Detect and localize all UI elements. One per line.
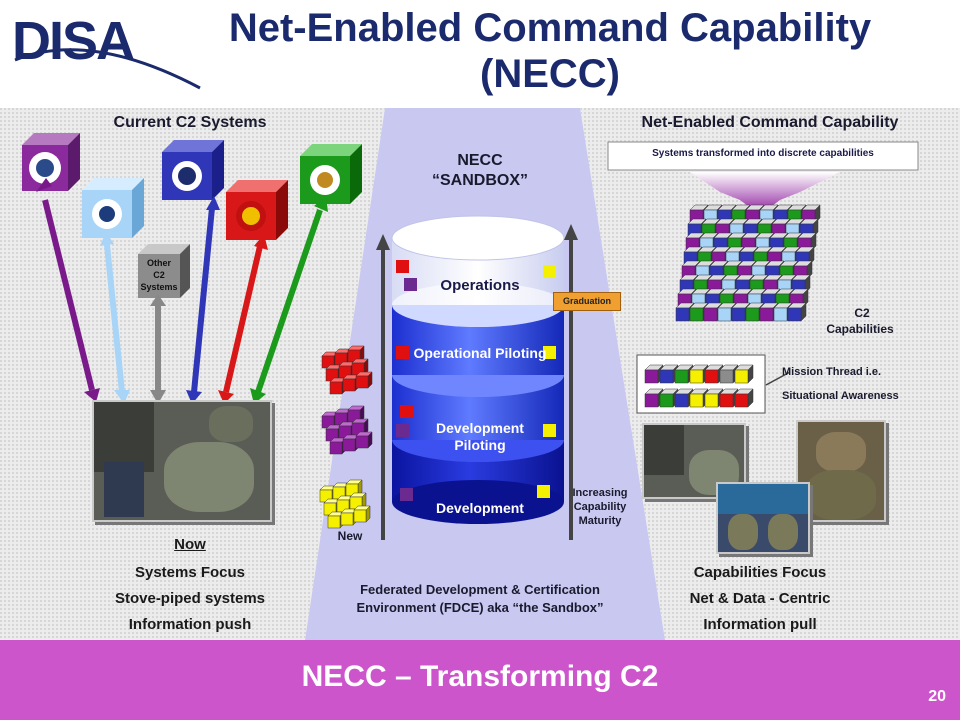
left-line-2: Stove-piped systems (114, 590, 266, 607)
red-cube-cluster (321, 345, 373, 395)
new-label: New (337, 529, 363, 543)
page-number: 20 (928, 688, 946, 705)
operator-photo (642, 423, 746, 499)
left-line-3: Information push (128, 616, 252, 633)
maturity-line-2: Capability (573, 501, 627, 513)
c2-label-2: Capabilities (826, 322, 894, 336)
dod-cube (22, 133, 80, 191)
necc-header: Net-Enabled Command Capability (641, 114, 899, 131)
disa-logo: DISA (12, 11, 135, 71)
right-line-1: Capabilities Focus (693, 564, 827, 581)
maturity-arrows (376, 224, 578, 540)
title-line1: Net-Enabled Command Capability (228, 6, 872, 50)
right-line-2: Net & Data - Centric (689, 590, 831, 607)
maturity-line-3: Maturity (578, 515, 622, 527)
air-force-cube (82, 178, 144, 238)
layer-operational-piloting: Operational Piloting (413, 345, 547, 361)
capability-cube-grid (675, 204, 821, 322)
yellow-cube-cluster (319, 479, 371, 529)
banner-box (607, 141, 919, 171)
fdce-line-1: Federated Development & Certification (360, 582, 600, 597)
sandbox-header-2: “SANDBOX” (431, 172, 528, 189)
maturity-label: Increasing Capability Maturity (565, 486, 635, 528)
navy-cube (162, 140, 224, 200)
now-label: Now (174, 536, 206, 553)
layer-development: Development (436, 500, 524, 516)
cylinder-cubes (396, 260, 556, 501)
soldier-photo (92, 400, 272, 522)
graduation-tag: Graduation (553, 292, 621, 311)
fdce-line-2: Environment (FDCE) aka “the Sandbox” (356, 600, 604, 615)
banner-text: Systems transformed into discrete capabi… (652, 148, 874, 159)
ops-center-photo (716, 482, 810, 554)
footer-title: NECC – Transforming C2 (301, 660, 659, 693)
right-line-3: Information pull (703, 616, 817, 633)
title-line2: (NECC) (480, 52, 620, 96)
layer-operations: Operations (440, 277, 520, 294)
soldier-portrait-photo (796, 420, 886, 522)
layer-development-piloting: Development Piloting (436, 420, 524, 453)
mission-thread-cubes (644, 364, 754, 408)
maturity-line-1: Increasing (572, 487, 628, 499)
current-c2-header: Current C2 Systems (113, 114, 267, 131)
purple-cube-cluster (321, 405, 373, 455)
funnel-arrow (690, 172, 840, 215)
c2-label-1: C2 (854, 306, 870, 320)
mission-callout-line (765, 371, 791, 386)
other-systems-cube (138, 244, 190, 298)
system-arrows (36, 178, 328, 404)
sandbox-header-1: NECC (457, 152, 503, 169)
mission-label-1: Mission Thread i.e. (782, 366, 882, 378)
mission-label-2: Situational Awareness (782, 390, 899, 402)
left-line-1: Systems Focus (134, 564, 246, 581)
marine-cube (226, 180, 288, 240)
logo-swoosh (14, 48, 201, 90)
footer-bar (0, 640, 960, 720)
other-c2-label: Other C2 Systems (140, 258, 178, 292)
army-cube (300, 144, 362, 204)
sandbox-cylinder (391, 215, 565, 524)
